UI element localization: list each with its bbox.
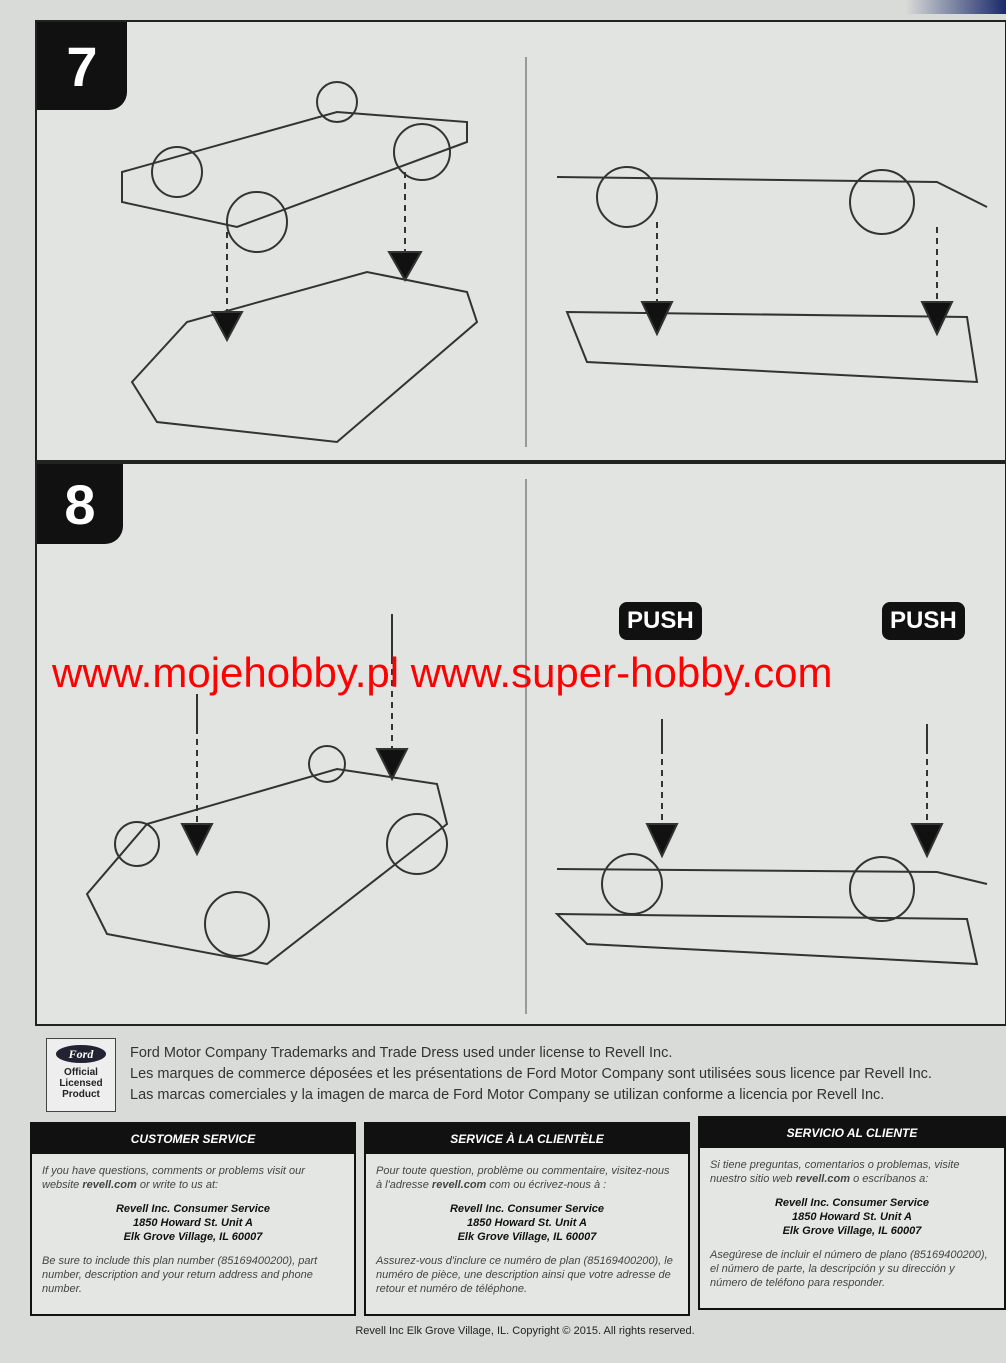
address-line: 1850 Howard St. Unit A: [791, 1211, 912, 1223]
step-7-panel: 7: [35, 20, 1006, 462]
chassis-section: [556, 868, 988, 885]
customer-service-box: CUSTOMER SERVICE If you have questions, …: [30, 1122, 356, 1316]
push-label: PUSH: [882, 602, 965, 640]
address: Revell Inc. Consumer Service 1850 Howard …: [42, 1202, 344, 1244]
address: Revell Inc. Consumer Service 1850 Howard …: [376, 1202, 678, 1244]
arrow-line: [656, 222, 938, 312]
intro: Si tiene preguntas, comentarios o proble…: [710, 1158, 994, 1186]
step-8-panel: 8 PUSH PUSH: [35, 462, 1006, 1026]
wheel: [316, 81, 358, 123]
wheel-section: [596, 166, 658, 228]
wheel-section: [849, 169, 915, 235]
license-es: Las marcas comerciales y la imagen de ma…: [130, 1087, 885, 1103]
car-body: [85, 767, 449, 966]
arrow-line: [226, 172, 406, 332]
arrow-line: [661, 759, 928, 844]
address: Revell Inc. Consumer Service 1850 Howard …: [710, 1196, 994, 1238]
note: Be sure to include this plan number (851…: [42, 1255, 318, 1295]
arrow-icon: [640, 301, 954, 337]
intro-text: Pour toute question, problème ou comment…: [376, 1165, 670, 1191]
pin: [661, 719, 928, 754]
intro-text: or write to us at:: [136, 1179, 219, 1191]
step-number: 7: [37, 22, 127, 110]
ford-logo: Ford: [56, 1045, 106, 1063]
wheel-section: [849, 856, 915, 922]
push-label: PUSH: [619, 602, 702, 640]
step-8-diagram: [85, 614, 988, 966]
step-number: 8: [37, 464, 123, 544]
wheel: [114, 821, 160, 867]
divider: [525, 57, 527, 447]
address-line: 1850 Howard St. Unit A: [466, 1217, 587, 1229]
arrow-icon: [210, 251, 423, 343]
watermark: www.mojehobby.pl www.super-hobby.com: [52, 649, 833, 696]
body-section: [554, 912, 979, 966]
servicio-cliente-box: SERVICIO AL CLIENTE Si tiene preguntas, …: [698, 1116, 1006, 1310]
wheel: [308, 745, 346, 783]
pin: [196, 614, 393, 734]
license-text: Ford Motor Company Trademarks and Trade …: [130, 1043, 932, 1106]
body: [130, 270, 479, 444]
body-section: [565, 310, 979, 384]
wheel: [151, 146, 203, 198]
badge-text: Product: [62, 1089, 100, 1100]
intro-text: o escríbanos a:: [850, 1173, 929, 1185]
wheel: [204, 891, 270, 957]
chassis: [121, 110, 468, 229]
box-title: CUSTOMER SERVICE: [32, 1124, 354, 1154]
revell-link[interactable]: revell.com: [795, 1173, 851, 1185]
copyright: Revell Inc Elk Grove Village, IL. Copyri…: [355, 1325, 695, 1337]
wheel: [386, 813, 448, 875]
revell-link[interactable]: revell.com: [431, 1179, 487, 1191]
box-title: SERVICE À LA CLIENTÈLE: [366, 1124, 688, 1154]
license-en: Ford Motor Company Trademarks and Trade …: [130, 1045, 673, 1061]
wheel-section: [601, 853, 663, 915]
wheel: [393, 123, 451, 181]
intro-text: com ou écrivez-nous à :: [486, 1179, 607, 1191]
note: Assurez-vous d'inclure ce numéro de plan…: [376, 1255, 673, 1295]
badge-text: Licensed: [59, 1078, 103, 1089]
chassis-section: [556, 176, 988, 208]
badge-text: Official: [64, 1067, 98, 1078]
arrow-icon: [180, 748, 409, 857]
box-title: SERVICIO AL CLIENTE: [700, 1118, 1004, 1148]
page-edge: [0, 0, 1006, 14]
arrow-icon: [645, 823, 944, 859]
address-line: Revell Inc. Consumer Service: [115, 1203, 271, 1215]
address-line: 1850 Howard St. Unit A: [132, 1217, 253, 1229]
divider: [525, 479, 527, 1014]
intro: If you have questions, comments or probl…: [42, 1164, 344, 1192]
address-line: Revell Inc. Consumer Service: [449, 1203, 605, 1215]
service-clientele-box: SERVICE À LA CLIENTÈLE Pour toute questi…: [364, 1122, 690, 1316]
wheel: [226, 191, 288, 253]
license-fr: Les marques de commerce déposées et les …: [130, 1066, 932, 1082]
note: Asegúrese de incluir el número de plano …: [710, 1249, 988, 1289]
intro-text: If you have questions, comments or probl…: [42, 1165, 305, 1191]
address-line: Elk Grove Village, IL 60007: [457, 1231, 597, 1243]
ford-licensed-badge: Ford Official Licensed Product: [46, 1038, 116, 1112]
address-line: Revell Inc. Consumer Service: [774, 1197, 930, 1209]
address-line: Elk Grove Village, IL 60007: [123, 1231, 263, 1243]
intro-text: Si tiene preguntas, comentarios o proble…: [710, 1159, 960, 1185]
revell-link[interactable]: revell.com: [82, 1179, 137, 1191]
intro: Pour toute question, problème ou comment…: [376, 1164, 678, 1192]
address-line: Elk Grove Village, IL 60007: [782, 1225, 922, 1237]
step-7-diagram: [121, 81, 988, 444]
